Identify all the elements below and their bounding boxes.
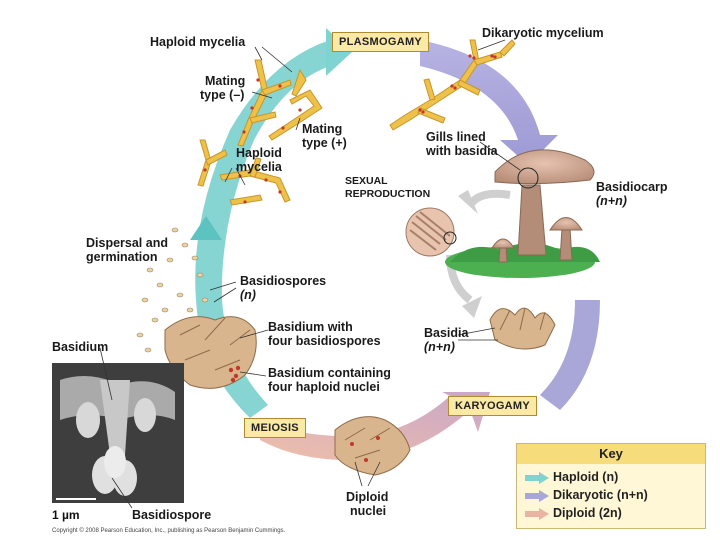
haploid-mycelia-lower	[197, 139, 291, 206]
gray-arrow-upper	[466, 189, 511, 208]
haploid-arc	[195, 40, 330, 418]
key-haploid-arrow-icon	[525, 472, 549, 484]
label-basidium-nuclei-2: four haploid nuclei	[268, 380, 380, 394]
label-gills-2: with basidia	[426, 144, 498, 158]
key-diploid-arrow-icon	[525, 508, 549, 520]
label-haploid-mycelia-mid-2: mycelia	[236, 160, 282, 174]
gray-arrowhead-upper	[458, 190, 478, 214]
stage-plasmogamy: PLASMOGAMY	[332, 32, 430, 52]
stage-meiosis: MEIOSIS	[244, 418, 306, 438]
label-dikaryotic-mycelium: Dikaryotic mycelium	[482, 26, 604, 40]
label-dispersal-1: Dispersal and	[86, 236, 168, 250]
copyright-notice: Copyright © 2008 Pearson Education, Inc.…	[52, 528, 286, 534]
dikaryotic-arc-lower	[540, 300, 600, 410]
label-diploid-2: nuclei	[350, 504, 387, 518]
basidium-micrograph	[52, 363, 184, 503]
basidiocarp	[445, 149, 600, 278]
label-basidiospore: Basidiospore	[132, 508, 212, 522]
key-haploid-label: Haploid (n)	[553, 470, 619, 484]
stage-karyogamy: KARYOGAMY	[448, 396, 538, 416]
scale-bar-label: 1 µm	[52, 508, 80, 522]
label-haploid-mycelia-mid-1: Haploid	[236, 146, 282, 160]
reproduction-label: REPRODUCTION	[345, 188, 431, 200]
gray-arrowhead-lower	[462, 296, 482, 318]
label-dispersal-2: germination	[86, 250, 158, 264]
diploid-arc	[260, 392, 490, 461]
sexual-label: SEXUAL	[345, 175, 388, 187]
label-basidiocarp-1: Basidiocarp	[596, 180, 668, 194]
label-haploid-mycelia-top: Haploid mycelia	[150, 35, 246, 49]
label-basidium-nuclei-1: Basidium containing	[268, 366, 391, 380]
label-mating-plus-2: type (+)	[302, 136, 347, 150]
label-basidia-1: Basidia	[424, 326, 469, 340]
spore-dots	[136, 227, 209, 353]
label-mating-minus-2: type (–)	[200, 88, 245, 102]
key-title: Key	[517, 444, 705, 464]
label-basidium-four-2: four basidiospores	[268, 334, 381, 348]
dikaryotic-arc	[420, 40, 558, 165]
label-basidium-four-1: Basidium with	[268, 320, 353, 334]
leader-lines	[99, 39, 521, 509]
label-basidium: Basidium	[52, 340, 109, 354]
legend-key: Key Haploid (n) Dikaryotic (n+n) Diploid…	[516, 443, 706, 529]
label-gills-1: Gills lined	[426, 130, 486, 144]
dikaryotic-mycelium	[389, 39, 516, 131]
label-diploid-1: Diploid	[346, 490, 389, 504]
label-basidiospores-2: (n)	[240, 288, 256, 302]
mycelium-nuclei	[203, 54, 497, 204]
label-basidiospores-1: Basidiospores	[240, 274, 327, 288]
haploid-arrowhead-mid	[190, 216, 222, 240]
basidium-nuclei	[228, 365, 380, 462]
label-mating-plus-1: Mating	[302, 122, 343, 136]
label-basidiocarp-2: (n+n)	[596, 194, 627, 208]
key-dikaryotic-label: Dikaryotic (n+n)	[553, 488, 648, 502]
basidia-cluster-right	[489, 307, 556, 350]
gill-closeup	[405, 207, 457, 257]
label-mating-minus-1: Mating	[205, 74, 246, 88]
label-basidia-2: (n+n)	[424, 340, 455, 354]
basidia-cluster-bottom	[334, 416, 411, 476]
key-diploid-label: Diploid (2n)	[553, 506, 622, 520]
key-dikaryotic-arrow-icon	[525, 490, 549, 502]
